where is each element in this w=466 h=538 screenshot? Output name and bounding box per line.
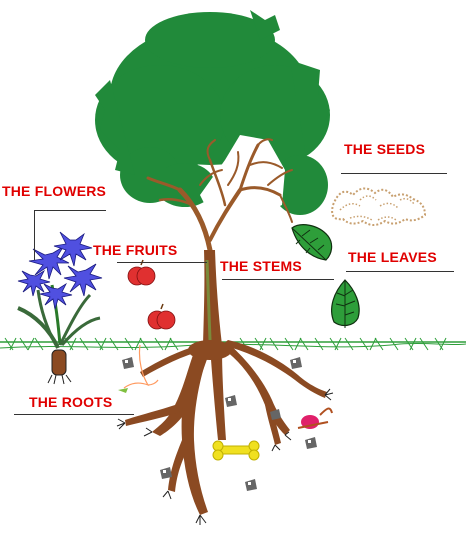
fruits-underline <box>117 262 207 263</box>
tree-branches <box>146 138 293 253</box>
seeds-underline <box>341 173 447 174</box>
root-tips <box>116 388 334 525</box>
label-seeds: THE SEEDS <box>344 141 426 157</box>
stems-underline <box>222 279 334 280</box>
bone <box>212 440 260 461</box>
label-stems: THE STEMS <box>220 258 302 274</box>
label-flowers: THE FLOWERS <box>2 183 107 199</box>
sprout <box>118 388 128 393</box>
trunk-highlight <box>205 259 212 341</box>
roots-underline <box>14 414 134 415</box>
root-sketch <box>123 344 159 389</box>
label-roots: THE ROOTS <box>29 394 113 410</box>
leaf-upper <box>291 224 333 261</box>
fruit-apple-lower <box>147 303 176 330</box>
flower-plant <box>17 231 103 385</box>
seeds-cluster <box>331 187 427 226</box>
flowers-pointer <box>34 210 35 260</box>
label-leaves: THE LEAVES <box>348 249 437 265</box>
fruit-apple-upper <box>127 259 156 286</box>
stone-highlights <box>125 360 311 485</box>
leaves-underline <box>346 271 454 272</box>
label-fruits: THE FRUITS <box>93 242 178 258</box>
worm-creature <box>297 407 333 429</box>
flowers-underline <box>34 210 106 211</box>
leaf-lower <box>331 279 360 328</box>
